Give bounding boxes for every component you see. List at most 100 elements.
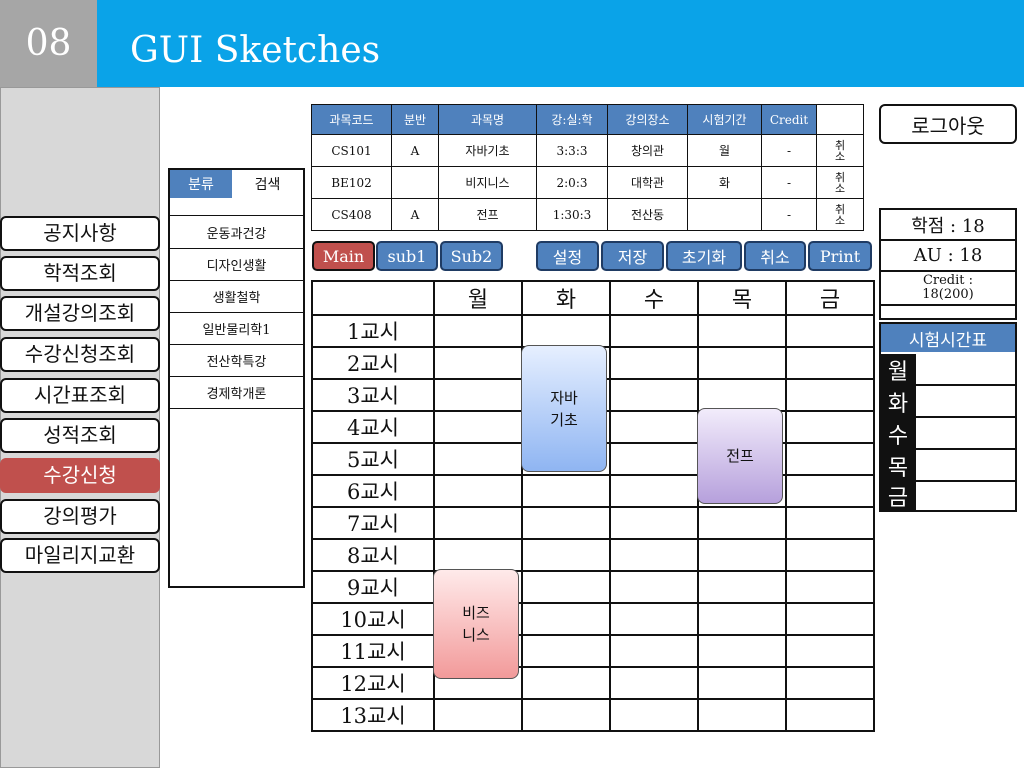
timetable-cell[interactable]	[785, 570, 875, 604]
timetable-cell[interactable]	[697, 666, 787, 700]
cancel-course-button[interactable]: 취소	[834, 138, 846, 163]
timetable-cell[interactable]	[785, 378, 875, 412]
timetable-course-block[interactable]: 자바 기초	[521, 345, 607, 472]
timetable-cell[interactable]	[433, 410, 523, 444]
menu-course-registration[interactable]: 수강신청	[0, 458, 160, 493]
period-label: 9교시	[311, 570, 435, 604]
timetable-cell[interactable]	[609, 474, 699, 508]
timetable-cell[interactable]	[521, 698, 611, 732]
sub1-tab[interactable]: sub1	[376, 241, 438, 271]
timetable-cell[interactable]	[609, 410, 699, 444]
timetable-cell[interactable]	[785, 314, 875, 348]
timetable-cell[interactable]	[609, 538, 699, 572]
timetable-cell[interactable]	[433, 474, 523, 508]
timetable-cell[interactable]	[785, 666, 875, 700]
timetable-cell[interactable]	[609, 346, 699, 380]
timetable-cell[interactable]	[697, 634, 787, 668]
timetable-cell[interactable]	[697, 698, 787, 732]
save-button[interactable]: 저장	[601, 241, 664, 271]
category-item[interactable]: 일반물리학1	[170, 313, 303, 345]
timetable-cell[interactable]	[697, 314, 787, 348]
timetable-cell[interactable]	[785, 602, 875, 636]
sub2-tab[interactable]: Sub2	[440, 241, 503, 271]
timetable-cell[interactable]	[521, 602, 611, 636]
logout-button[interactable]: 로그아웃	[879, 104, 1017, 144]
timetable-cell[interactable]	[785, 474, 875, 508]
reset-button[interactable]: 초기화	[666, 241, 742, 271]
category-search-input[interactable]	[170, 198, 303, 216]
category-item[interactable]: 운동과건강	[170, 217, 303, 249]
cancel-course-button[interactable]: 취소	[834, 170, 846, 195]
timetable-cell[interactable]	[785, 698, 875, 732]
period-row: 6교시	[311, 474, 875, 508]
main-tab[interactable]: Main	[312, 241, 375, 271]
col-header: 강의장소	[607, 104, 688, 135]
timetable-cell[interactable]	[433, 378, 523, 412]
menu-course-evaluation[interactable]: 강의평가	[0, 499, 160, 534]
timetable-cell[interactable]	[697, 506, 787, 540]
timetable-cell[interactable]	[521, 506, 611, 540]
timetable-cell[interactable]	[609, 666, 699, 700]
timetable-cell[interactable]	[521, 538, 611, 572]
timetable-cell[interactable]	[785, 506, 875, 540]
table-row[interactable]: CS101 A 자바기초 3:3:3 창의관 월 - 취소	[311, 134, 864, 167]
menu-mileage-exchange[interactable]: 마일리지교환	[0, 538, 160, 573]
category-item[interactable]: 전산학특강	[170, 345, 303, 377]
exam-schedule-title: 시험시간표	[881, 324, 1015, 352]
timetable-cell[interactable]	[433, 314, 523, 348]
timetable-cell[interactable]	[609, 634, 699, 668]
table-row[interactable]: CS408 A 전프 1:30:3 전산동 - 취소	[311, 198, 864, 231]
timetable-cell[interactable]	[433, 538, 523, 572]
timetable-cell[interactable]	[697, 570, 787, 604]
period-label: 8교시	[311, 538, 435, 572]
timetable-cell[interactable]	[521, 314, 611, 348]
timetable-cell[interactable]	[521, 666, 611, 700]
col-header: 과목명	[438, 104, 537, 135]
timetable-cell[interactable]	[785, 634, 875, 668]
timetable-cell[interactable]	[609, 506, 699, 540]
category-item[interactable]: 경제학개론	[170, 377, 303, 409]
timetable-cell[interactable]	[697, 378, 787, 412]
timetable-cell[interactable]	[785, 538, 875, 572]
timetable-cell[interactable]	[609, 314, 699, 348]
timetable-cell[interactable]	[521, 634, 611, 668]
category-tab[interactable]: 분류	[170, 170, 232, 198]
table-row[interactable]: BE102 비지니스 2:0:3 대학관 화 - 취소	[311, 166, 864, 199]
timetable-course-block[interactable]: 비즈 니스	[433, 569, 519, 679]
timetable-cell[interactable]	[609, 602, 699, 636]
timetable-cell[interactable]	[697, 602, 787, 636]
menu-timetable[interactable]: 시간표조회	[0, 378, 160, 413]
course-block-label: 비즈 니스	[462, 604, 490, 644]
timetable-cell[interactable]	[697, 538, 787, 572]
timetable-cell[interactable]	[433, 506, 523, 540]
timetable-cell[interactable]	[697, 346, 787, 380]
timetable-cell[interactable]	[609, 442, 699, 476]
menu-course-offerings[interactable]: 개설강의조회	[0, 296, 160, 331]
course-block-label: 전프	[726, 447, 754, 465]
category-search-button[interactable]: 검색	[232, 170, 303, 198]
timetable-cell[interactable]	[433, 698, 523, 732]
exam-slot	[915, 354, 1015, 386]
timetable-cell[interactable]	[609, 378, 699, 412]
timetable-course-block[interactable]: 전프	[697, 408, 783, 504]
timetable-cell[interactable]	[785, 442, 875, 476]
timetable-cell[interactable]	[609, 698, 699, 732]
timetable-cell[interactable]	[521, 474, 611, 508]
timetable-cell[interactable]	[433, 346, 523, 380]
cancel-course-button[interactable]: 취소	[834, 202, 846, 227]
settings-button[interactable]: 설정	[536, 241, 599, 271]
credit-total-text: Credit : 18(200)	[881, 272, 1015, 306]
print-button[interactable]: Print	[808, 241, 872, 271]
menu-notice[interactable]: 공지사항	[0, 216, 160, 251]
category-item[interactable]: 디자인생활	[170, 249, 303, 281]
menu-registration-inquiry[interactable]: 수강신청조회	[0, 337, 160, 372]
timetable-cell[interactable]	[609, 570, 699, 604]
timetable-cell[interactable]	[785, 346, 875, 380]
cancel-button[interactable]: 취소	[744, 241, 806, 271]
menu-grades[interactable]: 성적조회	[0, 418, 160, 453]
category-item[interactable]: 생활철학	[170, 281, 303, 313]
timetable-cell[interactable]	[433, 442, 523, 476]
timetable-cell[interactable]	[785, 410, 875, 444]
menu-academic-record[interactable]: 학적조회	[0, 256, 160, 291]
timetable-cell[interactable]	[521, 570, 611, 604]
